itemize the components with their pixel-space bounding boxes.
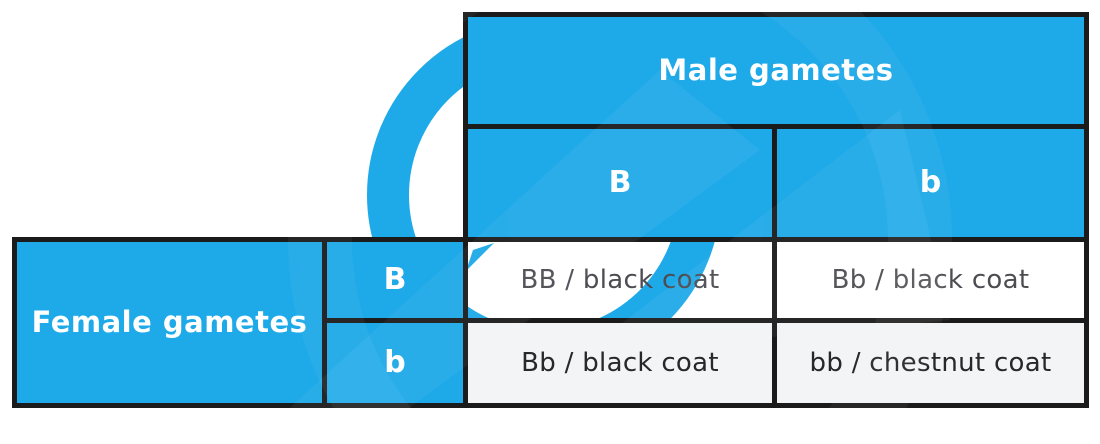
offspring-cell-BB: BB / black coat [463,237,777,323]
male-allele-b-cell: b [772,124,1089,242]
female-gametes-label: Female gametes [31,305,308,339]
male-allele-b-label: b [919,165,942,200]
offspring-bb-label: bb / chestnut coat [809,348,1052,378]
male-allele-B-label: B [608,165,632,200]
offspring-cell-bb: bb / chestnut coat [772,318,1089,408]
offspring-Bb-bottom-label: Bb / black coat [521,348,719,378]
male-gametes-label: Male gametes [658,53,894,87]
female-gametes-header: Female gametes [12,237,327,408]
male-gametes-header: Male gametes [463,12,1089,129]
female-allele-b-label: b [384,345,406,380]
offspring-cell-Bb-bottom: Bb / black coat [463,318,777,408]
female-allele-b-cell: b [322,318,468,408]
offspring-Bb-top-label: Bb / black coat [831,265,1030,295]
male-allele-B-cell: B [463,124,777,242]
female-allele-B-cell: B [322,237,468,323]
female-allele-B-label: B [383,262,407,297]
offspring-cell-Bb-top: Bb / black coat [772,237,1089,323]
offspring-BB-label: BB / black coat [520,265,720,295]
